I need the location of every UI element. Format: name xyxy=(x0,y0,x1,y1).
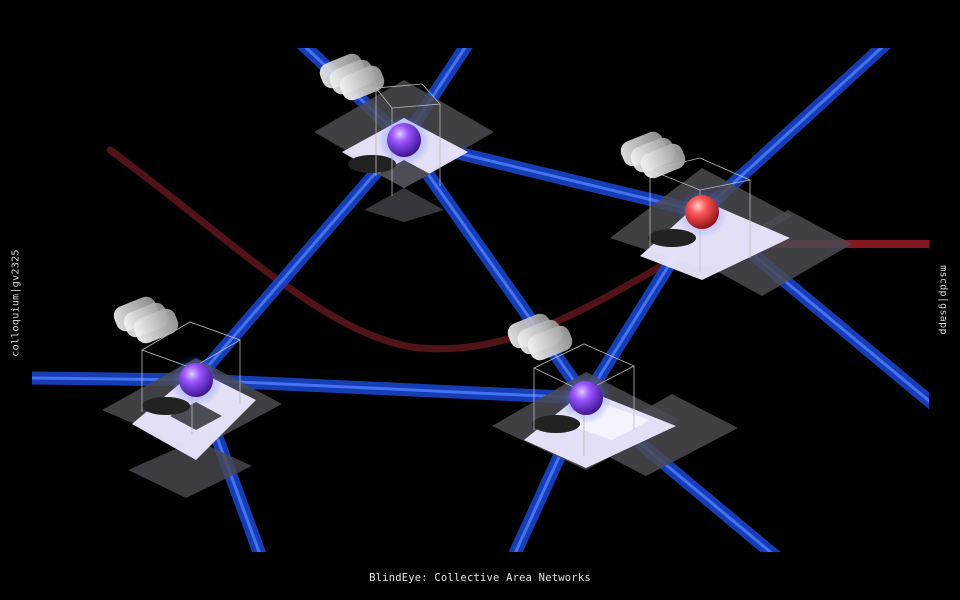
node-right xyxy=(610,131,852,296)
left-vertical-label: colloquium|gv2325 xyxy=(10,249,22,357)
node-bottom xyxy=(492,313,738,476)
sensor-panels-icon xyxy=(620,131,686,179)
node-orb xyxy=(179,363,213,397)
slide-caption: BlindEye: Collective Area Networks xyxy=(369,572,591,584)
node-top xyxy=(314,53,494,222)
node-orb xyxy=(387,123,421,157)
node-orb xyxy=(685,195,719,229)
node-left xyxy=(102,296,282,498)
node-orb xyxy=(569,381,603,415)
red-trace xyxy=(106,146,929,353)
sensor-panels-icon xyxy=(319,53,385,101)
sensor-panels-icon xyxy=(507,313,573,361)
right-vertical-label: mscdp|gsapp xyxy=(937,265,949,335)
sensor-panels-icon xyxy=(113,296,179,344)
